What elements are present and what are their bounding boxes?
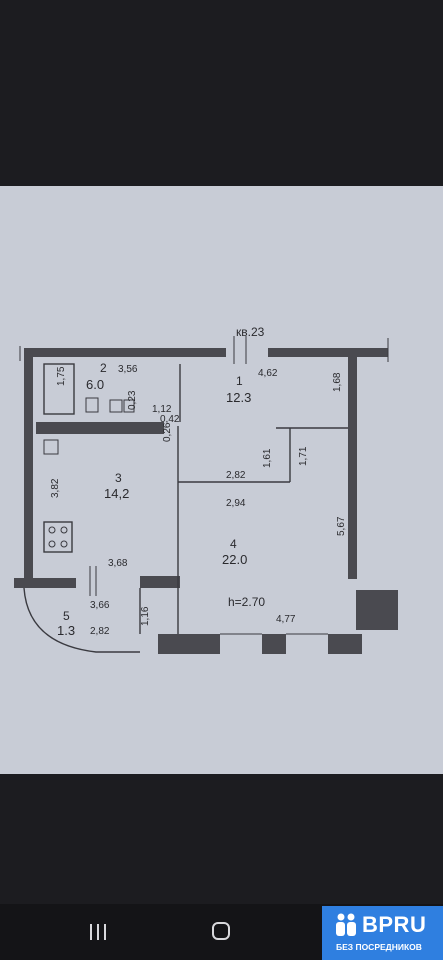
bathtub (43, 363, 75, 415)
stove-burner (60, 526, 68, 534)
people-icon (336, 913, 356, 936)
stove-burner (48, 526, 56, 534)
wall-right (348, 357, 357, 579)
dim-026: 0,26 (162, 422, 173, 442)
dim-366: 3,66 (90, 600, 110, 611)
dim-282-balcony: 2,82 (90, 626, 110, 637)
bpru-watermark: BPRU БЕЗ ПОСРЕДНИКОВ (322, 906, 443, 960)
floor-plan-photo: кв.23 2 6.0 3,56 1,75 0,23 1,12 0,42 0,2… (0, 186, 443, 774)
dim-171: 1,71 (298, 446, 309, 466)
dim-161: 1,61 (262, 448, 273, 468)
wall-kitchen-bath (36, 422, 164, 434)
dim-368: 3,68 (108, 558, 128, 569)
wall-left (24, 357, 33, 581)
dim-112: 1,12 (152, 404, 172, 415)
dim-168: 1,68 (332, 372, 343, 392)
stove-burner (60, 540, 68, 548)
bpru-brand: BPRU (362, 912, 427, 937)
dim-175: 1,75 (56, 366, 67, 386)
dim-023: 0,23 (127, 390, 138, 410)
room-4-area: 22.0 (222, 552, 247, 567)
room-3-area: 14,2 (104, 486, 129, 501)
room-1-area: 12.3 (226, 390, 251, 405)
wall-bottom-right (328, 634, 362, 654)
apartment-label: кв.23 (236, 325, 265, 339)
home-button[interactable] (192, 904, 252, 960)
room-2-number: 2 (100, 361, 107, 375)
room-5-area: 1.3 (57, 623, 75, 638)
floor-plan-drawing: кв.23 2 6.0 3,56 1,75 0,23 1,12 0,42 0,2… (14, 325, 398, 654)
wall-top-left (24, 348, 226, 357)
wall-bottom-pillar (262, 634, 286, 654)
stove-burner (48, 540, 56, 548)
boiler (123, 399, 135, 413)
room-3-number: 3 (115, 471, 122, 485)
dim-382: 3,82 (50, 478, 61, 498)
dim-116: 1,16 (140, 606, 151, 626)
stove (43, 521, 73, 553)
room-2-area: 6.0 (86, 377, 104, 392)
room-1-number: 1 (236, 374, 243, 388)
dim-042: 0,42 (160, 414, 180, 425)
dim-477: 4,77 (276, 614, 296, 625)
wall-bottom-left (158, 634, 220, 654)
balcony-curve (23, 587, 140, 653)
sink (85, 397, 99, 413)
dim-294: 2,94 (226, 498, 246, 509)
wall-balcony-left (14, 578, 76, 588)
home-icon (212, 922, 230, 940)
bpru-tagline: БЕЗ ПОСРЕДНИКОВ (336, 942, 422, 952)
wall-balcony-right (140, 576, 180, 588)
ceiling-height: h=2.70 (228, 595, 265, 609)
dim-462: 4,62 (258, 368, 278, 379)
recents-icon (90, 924, 106, 940)
room-5-number: 5 (63, 609, 70, 623)
dim-282-corridor: 2,82 (226, 470, 246, 481)
dim-567: 5,67 (336, 516, 347, 536)
recents-button[interactable] (68, 904, 128, 960)
sink-kitchen (43, 439, 59, 455)
toilet (109, 399, 123, 413)
room-4-number: 4 (230, 537, 237, 551)
dim-356: 3,56 (118, 364, 138, 375)
wall-corner-right (356, 590, 398, 630)
wall-top-right (268, 348, 388, 357)
